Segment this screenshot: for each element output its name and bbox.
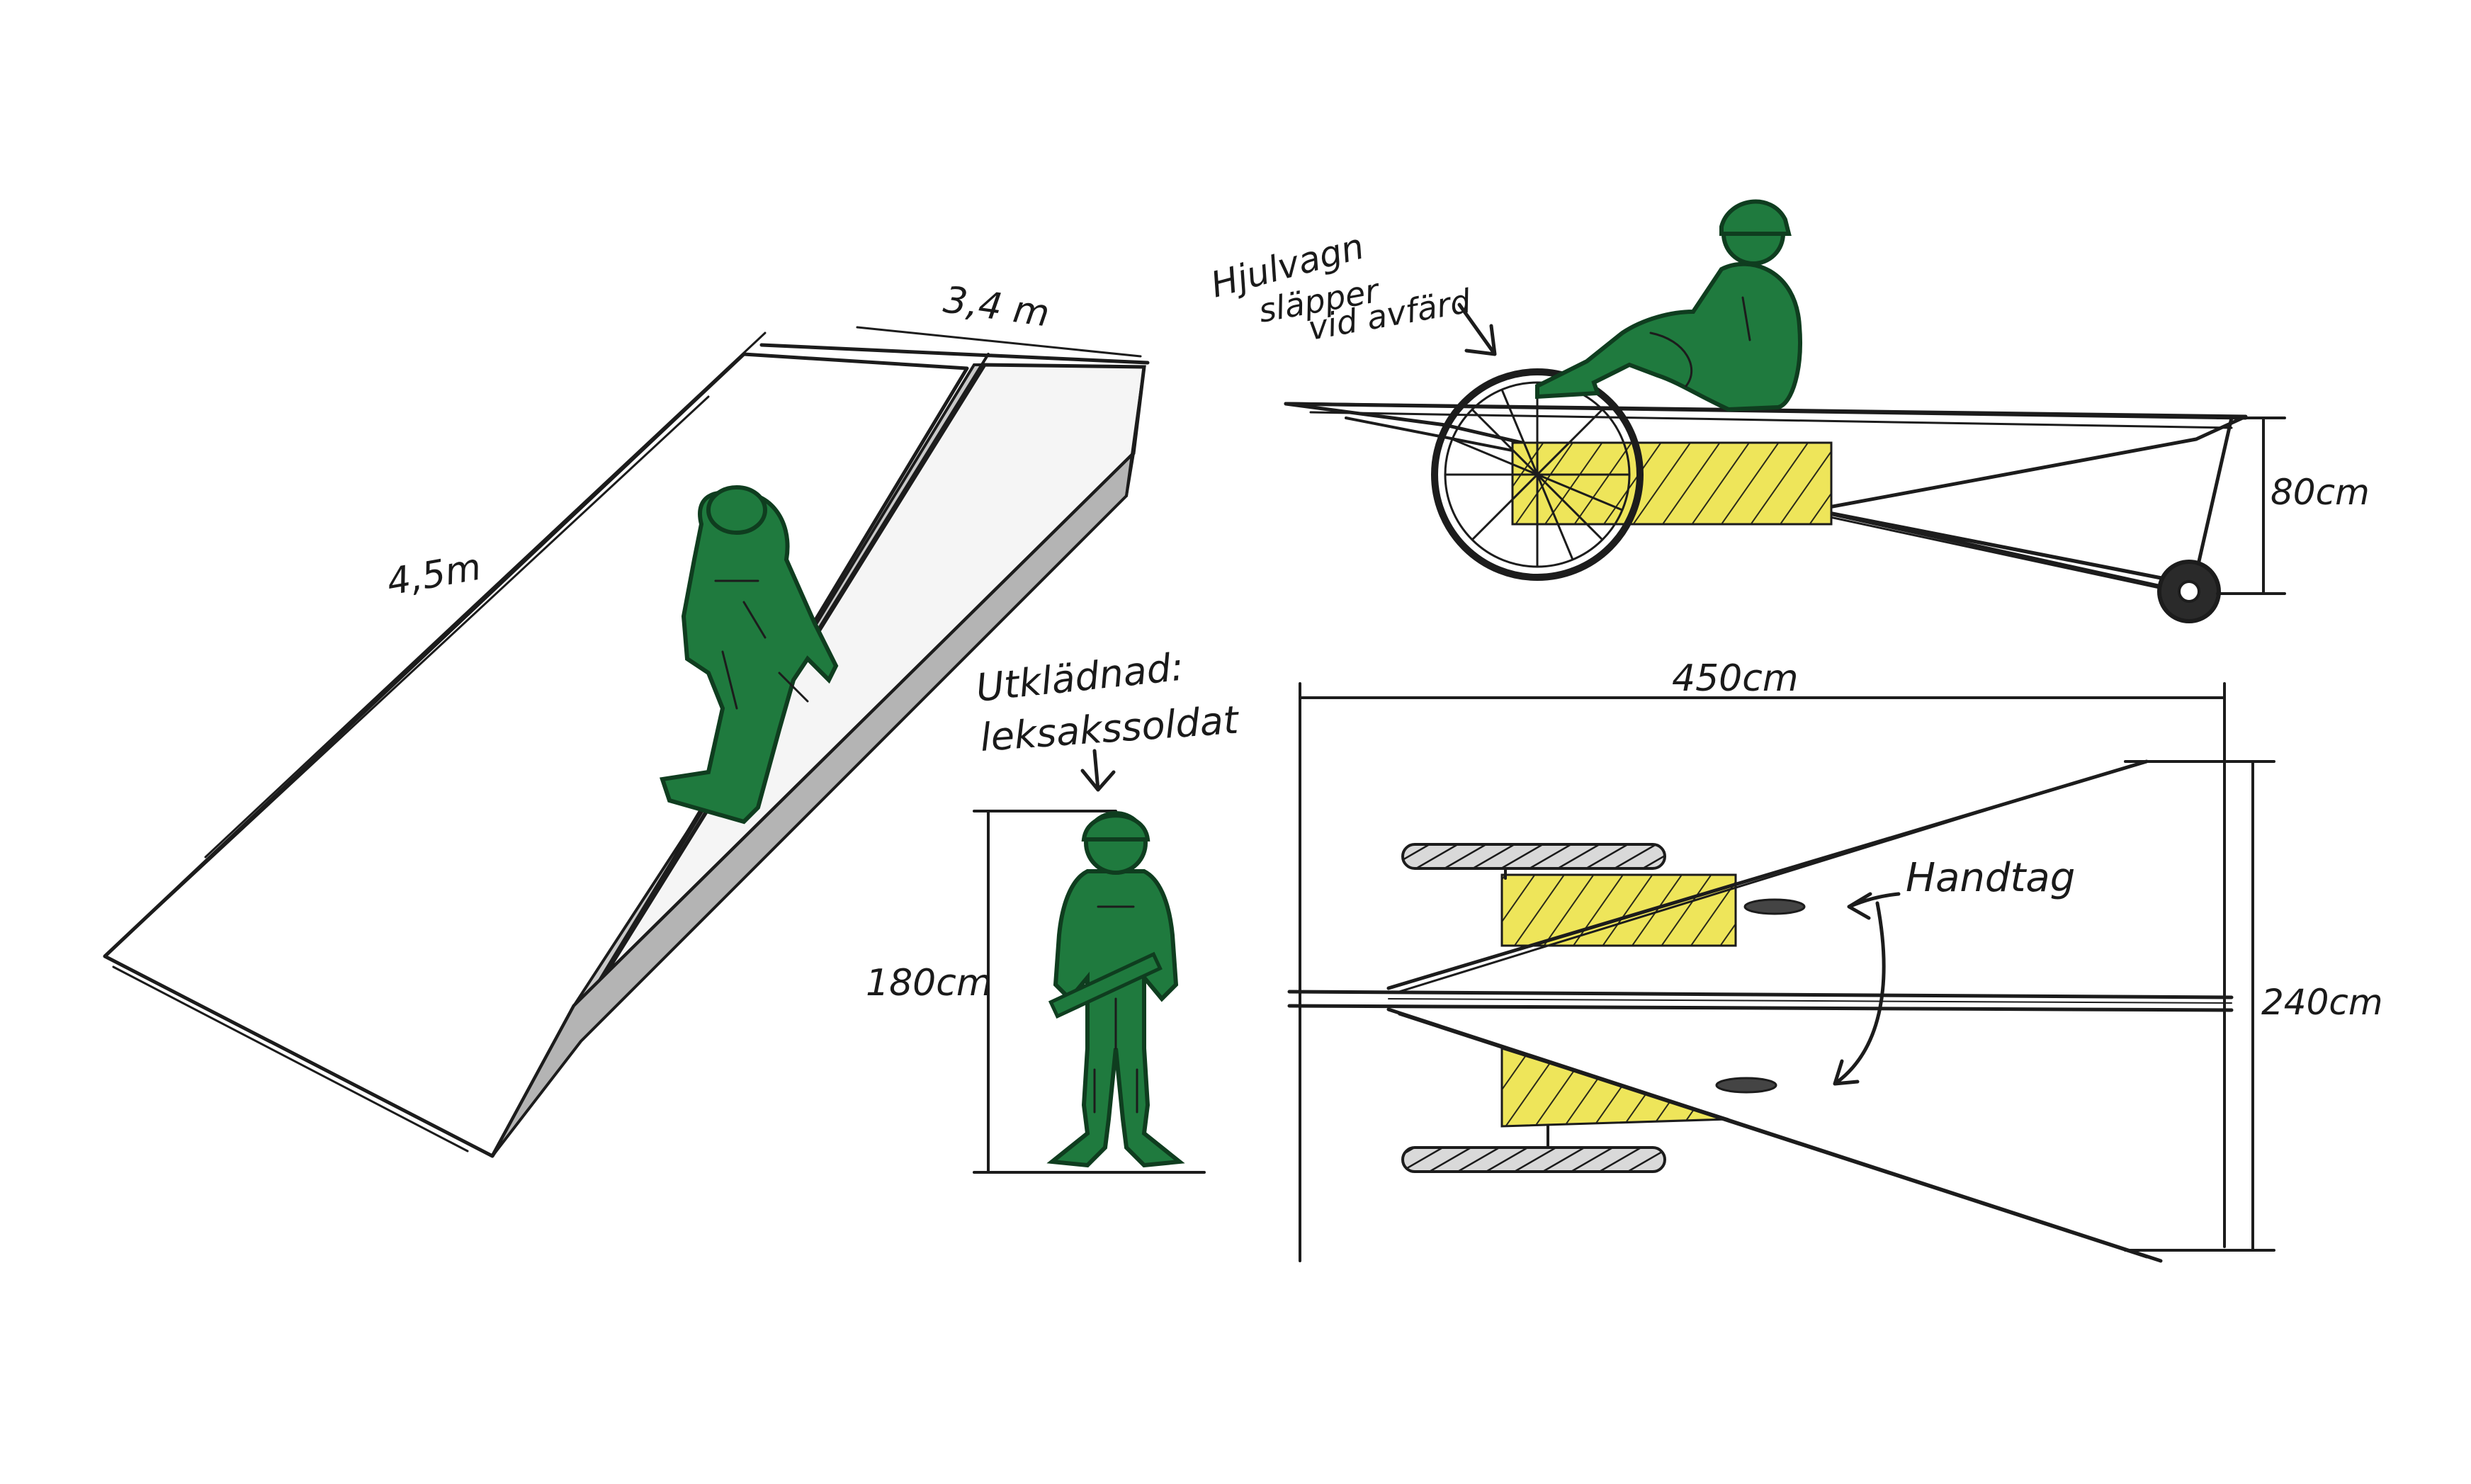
- plan-spine-top: [1287, 990, 2234, 999]
- ramp-right-wing: [490, 363, 1146, 1157]
- side-height-label: 80cm: [2271, 472, 2370, 513]
- handles-label: Handtag: [1906, 855, 2075, 901]
- plan-top-wing-edge-2: [1398, 764, 2134, 993]
- side-view: 80cm Hjulvagn släpper vid avfärd: [1206, 225, 2370, 623]
- plan-handle-top: [1743, 898, 1806, 915]
- side-view-lower-edge-2: [1812, 512, 2187, 595]
- ramp-right-edge: [1125, 366, 1146, 497]
- ramp-top-edge-2: [856, 326, 1142, 358]
- plan-yellow-block-top: [1500, 873, 1737, 947]
- plan-width-label: 240cm: [2261, 982, 2383, 1023]
- person-height-label: 180cm: [866, 962, 993, 1004]
- standing-soldier-rifle: [1048, 951, 1163, 1019]
- ramp-top-edge: [759, 343, 1150, 365]
- ramp-width-label: 3,4 m: [941, 278, 1052, 335]
- side-view-wheel-spokes: [1445, 383, 1629, 567]
- side-view-top-edge-2: [1309, 411, 2233, 429]
- side-view-small-wheel-hub: [2178, 580, 2200, 603]
- plan-tread-bottom: [1401, 1146, 1666, 1173]
- side-view-top-edge: [1284, 402, 2248, 420]
- costume-note-line2: leksakssoldat: [979, 698, 1241, 760]
- seated-soldier-body: [1535, 261, 1802, 412]
- standing-figure-view: Utklädnad: leksakssoldat 180cm: [866, 645, 1241, 1174]
- seated-soldier-helmet: [1719, 199, 1792, 236]
- wheel-cart-arrow: [1457, 302, 1497, 356]
- plan-view: 450cm 240cm Handtag: [1287, 657, 2383, 1263]
- soldier-ramp-body: [660, 490, 839, 825]
- soldier-ramp-helmet: [706, 485, 767, 535]
- spoke: [1500, 389, 1574, 560]
- standing-toy-soldier-figure: [1046, 811, 1185, 1168]
- side-view-big-wheel: [1431, 368, 1644, 581]
- ramp-left-edge-sketch: [112, 965, 469, 1152]
- plan-bottom-wing-edge: [1386, 1007, 2163, 1263]
- plan-bottom-wing-edge-2: [1398, 1013, 2148, 1259]
- ramp-length-label: 4,5m: [384, 546, 485, 604]
- handles-arrow-top: [1847, 892, 1901, 920]
- plan-length-label: 450cm: [1672, 657, 1799, 700]
- soldier-ramp-details: [714, 579, 809, 710]
- plan-handle-bottom: [1715, 1077, 1777, 1094]
- ramp-outer-edge-sketch: [119, 395, 710, 944]
- handles-arrow-bottom: [1833, 901, 1886, 1086]
- standing-soldier-details: [1093, 905, 1138, 1114]
- plan-spine-bottom: [1287, 1004, 2234, 1012]
- plan-tread-top: [1401, 843, 1666, 870]
- costume-arrow: [1080, 749, 1116, 792]
- plan-spine-mid: [1388, 998, 2232, 1004]
- ramp-right-wing-underside: [491, 449, 1136, 1157]
- side-view-nose-strut: [2194, 416, 2234, 576]
- ramp-outer-edge-sketch-2: [204, 332, 767, 859]
- seated-toy-soldier-figure: [1535, 199, 1802, 412]
- standing-soldier-helmet: [1081, 813, 1150, 842]
- plan-yellow-block-bottom: [1500, 1046, 1729, 1128]
- seated-soldier-details: [1649, 296, 1751, 387]
- toy-soldier-figure: [660, 485, 839, 825]
- side-view-yellow-block: [1511, 441, 1833, 526]
- costume-note-line1: Utklädnad:: [974, 645, 1186, 710]
